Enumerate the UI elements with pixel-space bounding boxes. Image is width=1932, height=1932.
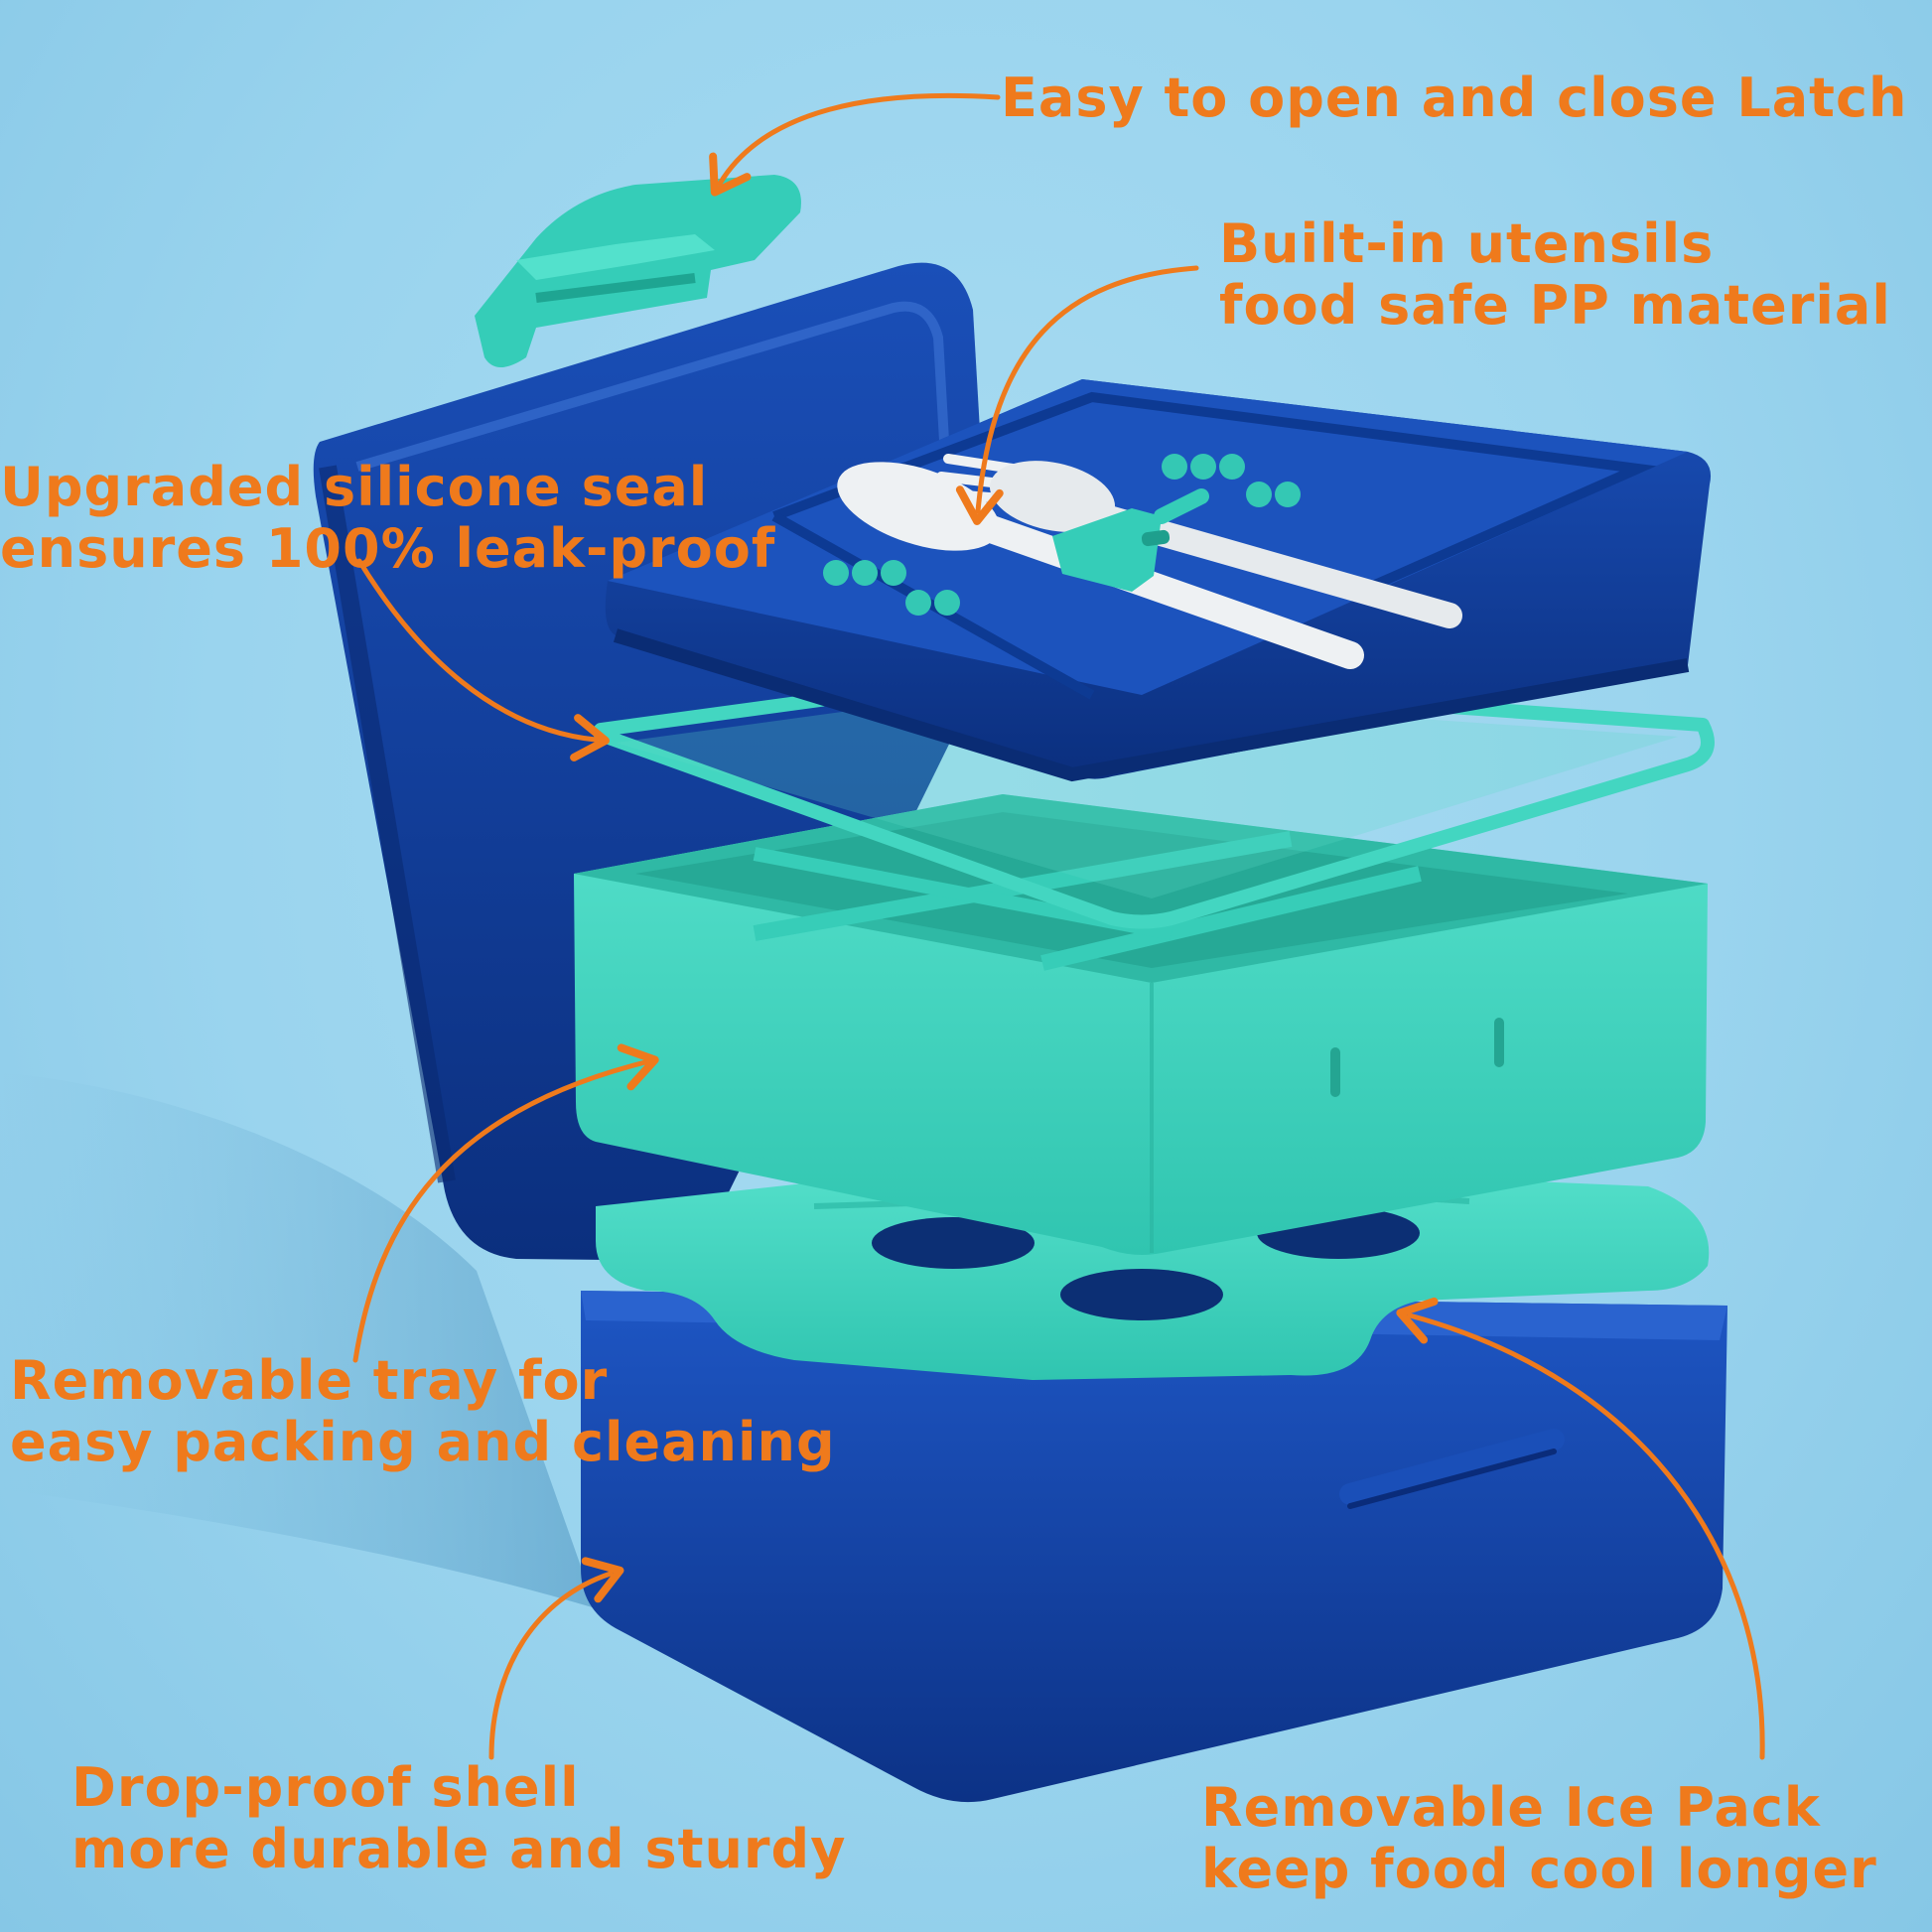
- utensils-callout-line1: Built-in utensils: [1219, 212, 1715, 275]
- arrow-tray: [352, 1043, 659, 1363]
- floor-shadow: [0, 1072, 596, 1608]
- shell-callout-line2: more durable and sturdy: [71, 1818, 847, 1880]
- lid-peg-icon: [823, 454, 1301, 616]
- ice-pack-callout-line2: keep food cool longer: [1201, 1838, 1877, 1900]
- utensils-callout: Built-in utensils food safe PP material: [1219, 213, 1891, 337]
- utensil-clip: [1052, 488, 1209, 592]
- ice-pack-callout-line1: Removable Ice Pack: [1201, 1776, 1821, 1839]
- arrow-utensils: [955, 265, 1199, 525]
- shell-callout: Drop-proof shell more durable and sturdy: [71, 1757, 846, 1880]
- arrow-shell: [488, 1557, 624, 1760]
- tray-callout-line2: easy packing and cleaning: [10, 1411, 836, 1473]
- arrow-latch: [709, 92, 1001, 197]
- silicone-seal: [594, 668, 1715, 929]
- ice-pack-callout: Removable Ice Pack keep food cool longer: [1201, 1777, 1877, 1900]
- utensils: [837, 454, 1462, 669]
- shell-callout-line1: Drop-proof shell: [71, 1756, 580, 1819]
- spoon-icon: [837, 462, 1364, 669]
- arrow-ice-pack: [1396, 1297, 1765, 1760]
- ice-pack-hole: [872, 1217, 1035, 1269]
- seal-callout: Upgraded silicone seal ensures 100% leak…: [0, 457, 775, 580]
- tray-callout: Removable tray for easy packing and clea…: [10, 1350, 836, 1473]
- callout-arrows: [352, 92, 1765, 1760]
- tray-callout-line1: Removable tray for: [10, 1349, 609, 1412]
- latch-callout-line1: Easy to open and close Latch: [1001, 67, 1908, 129]
- arrow-seal: [356, 558, 610, 761]
- seal-callout-line1: Upgraded silicone seal: [0, 456, 709, 518]
- utensils-callout-line2: food safe PP material: [1219, 274, 1891, 337]
- latch-clip: [475, 175, 801, 367]
- seal-callout-line2: ensures 100% leak-proof: [0, 517, 776, 580]
- latch-callout: Easy to open and close Latch: [1001, 68, 1907, 129]
- ice-pack-hole: [1060, 1269, 1223, 1320]
- removable-tray: [574, 794, 1708, 1255]
